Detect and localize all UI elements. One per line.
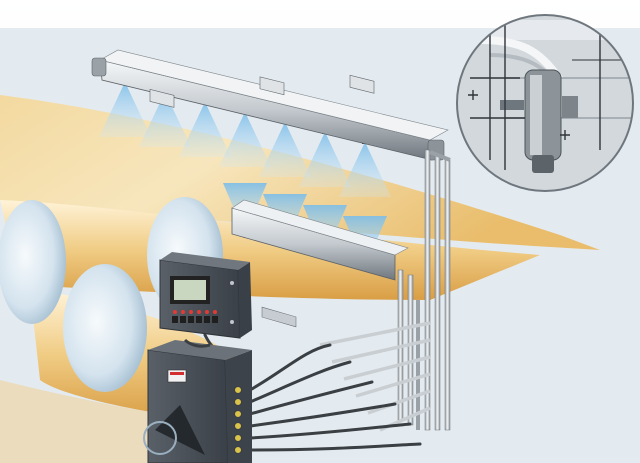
panel-button[interactable] (204, 316, 210, 323)
roll-body-upper (0, 200, 540, 300)
cable-port (234, 434, 242, 442)
spray-bar-upper (91, 49, 449, 161)
panel-button[interactable] (212, 316, 218, 323)
warning-label-icon (167, 369, 187, 383)
feed-line (331, 338, 431, 364)
indicator-light (197, 310, 201, 314)
pump-cabinet (143, 338, 252, 463)
cable-port (234, 386, 242, 394)
panel-button[interactable] (172, 316, 178, 323)
cabinet-ports (234, 386, 242, 454)
cables (203, 333, 422, 452)
cable-port (234, 398, 242, 406)
nozzle-closeup-icon (457, 15, 633, 191)
feed-line (319, 321, 431, 347)
control-panel (159, 252, 252, 339)
spray-cone (259, 122, 311, 177)
roll-end-face-left (0, 200, 66, 324)
detail-inset (456, 14, 634, 192)
feed-line (355, 372, 431, 398)
indicator-light (205, 310, 209, 314)
indicator-light (189, 310, 193, 314)
spray-cone (339, 142, 391, 197)
spray-cone (219, 112, 271, 167)
feed-line (343, 355, 431, 381)
indicator-light (213, 310, 217, 314)
indicator-light (181, 310, 185, 314)
panel-button[interactable] (188, 316, 194, 323)
spray-cone (179, 102, 231, 157)
roll-end-face-bottom (63, 264, 147, 392)
cable-port (234, 410, 242, 418)
lcd-display-icon (174, 280, 206, 300)
spray-bar-lower (231, 199, 409, 328)
feed-line (367, 389, 431, 415)
spray-cone (99, 82, 151, 137)
indicator-light (173, 310, 177, 314)
spray-cone (139, 92, 191, 147)
cable-port (234, 446, 242, 454)
panel-button[interactable] (196, 316, 202, 323)
spray-cone (299, 132, 351, 187)
panel-buttons (172, 310, 218, 323)
cable-port (234, 422, 242, 430)
panel-button[interactable] (180, 316, 186, 323)
